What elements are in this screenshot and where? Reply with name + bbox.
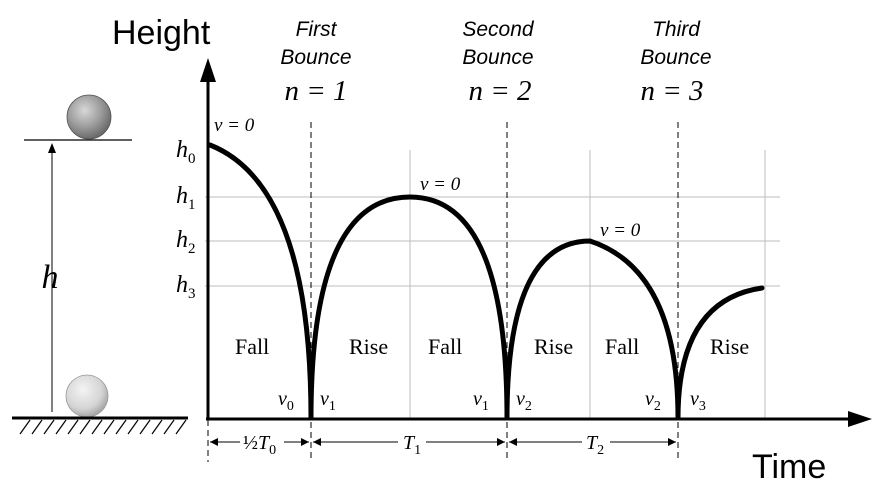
height-labels: h0 h1 h2 h3: [176, 137, 196, 302]
period-labels: ½T0 T1 T2: [243, 432, 604, 458]
x-axis-title: Time: [752, 448, 826, 482]
peak-label-1: v = 0: [420, 174, 461, 195]
phase-label-rise-2: Rise: [534, 334, 573, 359]
ground-hatch-stroke: [163, 419, 175, 435]
peak-label-0: v = 0: [214, 115, 255, 136]
bounce-1-title-line1: First: [296, 18, 338, 41]
bounce-header-2: Second Bounce n = 2: [462, 18, 535, 107]
ground-hatch-stroke: [115, 419, 127, 435]
ground-hatch-stroke: [151, 419, 163, 435]
velocity-labels: v0 v1 v1 v2 v2 v3: [278, 388, 706, 414]
bounce-3-n-label: n = 3: [640, 75, 703, 107]
y-axis-title: Height: [112, 14, 211, 52]
ground-hatch-stroke: [139, 419, 151, 435]
height-label-h1: h1: [176, 183, 196, 213]
ground-hatch-stroke: [91, 419, 103, 435]
period-label-t2: T2: [586, 432, 604, 458]
ground-hatch-stroke: [127, 419, 139, 435]
side-height-label: h: [42, 259, 59, 296]
velocity-label-v1-rise: v1: [320, 388, 336, 414]
bounce-header-1: First Bounce n = 1: [280, 18, 351, 107]
height-label-h3: h3: [176, 272, 196, 302]
height-label-h0: h0: [176, 137, 196, 167]
phase-label-fall-1: Fall: [235, 334, 269, 359]
bounce-header-3: Third Bounce n = 3: [640, 18, 711, 107]
ground-hatch-stroke: [79, 419, 91, 435]
bounce-3-title-line1: Third: [652, 18, 701, 41]
height-label-h2: h2: [176, 227, 196, 257]
phase-label-fall-2: Fall: [428, 334, 462, 359]
bounce-3-title-line2: Bounce: [640, 46, 711, 69]
phase-label-rise-3: Rise: [710, 334, 749, 359]
velocity-label-v2-rise: v2: [516, 388, 532, 414]
ball-top: [66, 94, 112, 140]
period-label-half-t0: ½T0: [243, 432, 276, 458]
ball-bottom: [65, 374, 109, 418]
bounce-2-title-line2: Bounce: [462, 46, 533, 69]
bounce-1-title-line2: Bounce: [280, 46, 351, 69]
phase-label-fall-3: Fall: [605, 334, 639, 359]
phase-label-rise-1: Rise: [349, 334, 388, 359]
velocity-label-v2-fall: v2: [645, 388, 661, 414]
bounce-2-title-line1: Second: [462, 18, 535, 41]
trajectory-curve: [207, 142, 765, 421]
ground-hatch-stroke: [31, 419, 43, 435]
phase-labels: Fall Rise Fall Rise Fall Rise: [235, 334, 749, 359]
y-axis-arrow: [200, 58, 216, 82]
axes: [200, 58, 872, 427]
ground-hatch-stroke: [175, 419, 187, 435]
ground-hatch-stroke: [103, 419, 115, 435]
ground-hatch-stroke: [67, 419, 79, 435]
peak-labels: v = 0 v = 0 v = 0: [214, 115, 641, 241]
peak-label-2: v = 0: [600, 220, 641, 241]
velocity-label-v0: v0: [278, 388, 294, 414]
period-arrowheads: [210, 438, 676, 446]
x-axis-arrow: [848, 411, 872, 427]
ground-hatch-stroke: [19, 419, 31, 435]
bounce-1-n-label: n = 1: [284, 75, 347, 107]
ground-hatch-stroke: [43, 419, 55, 435]
velocity-label-v1-fall: v1: [473, 388, 489, 414]
ball-illustration: h: [12, 94, 188, 435]
bounce-2-n-label: n = 2: [468, 75, 531, 107]
ground-hatch-stroke: [55, 419, 67, 435]
velocity-label-v3: v3: [690, 388, 706, 414]
height-dimension-arrow: [48, 143, 56, 153]
ground-hatching: [19, 419, 187, 435]
period-label-t1: T1: [403, 432, 421, 458]
